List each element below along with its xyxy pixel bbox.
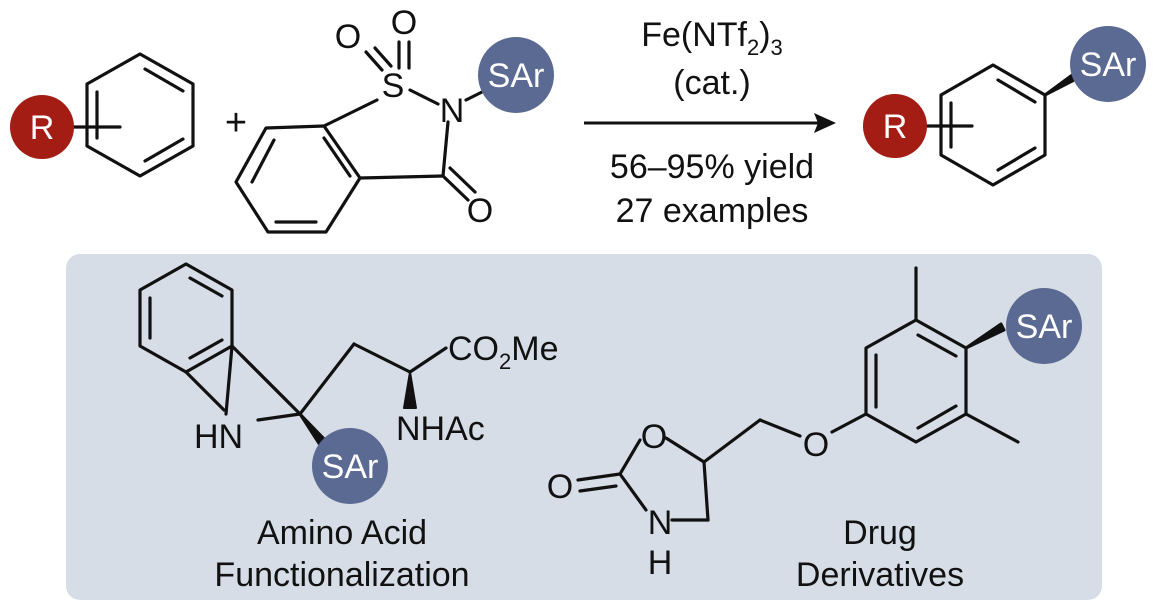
amino-acid-example: CO2Me NHAc HN SAr Amino Acid Functionali… [138, 262, 558, 594]
sulfur-atom: S [382, 67, 405, 105]
catalyst-label: Fe(NTf2)3 [641, 16, 783, 60]
wedge-bond-drug [964, 322, 1006, 350]
carbonyl-o: O [467, 192, 493, 230]
sar-badge-product-label: SAr [1080, 46, 1137, 84]
oxazolidinone-n: N [648, 504, 673, 542]
nhac-label: NHAc [396, 410, 485, 448]
oxazolidinone-h: H [648, 544, 673, 582]
drug-derivative-example: O O N H O SAr Drug Derivatives [547, 266, 1082, 594]
examples-text: 27 examples [616, 192, 809, 230]
amino-acid-caption-2: Functionalization [214, 556, 469, 594]
plus-sign: + [225, 102, 247, 144]
substrate-arene: R [10, 52, 195, 178]
drug-caption-1: Drug [843, 514, 917, 552]
nitrogen-atom: N [440, 92, 465, 130]
methyl-ester-label: CO2Me [448, 330, 558, 374]
scope-panel [66, 254, 1102, 600]
drug-caption-2: Derivatives [796, 556, 964, 594]
reaction-conditions: Fe(NTf2)3 (cat.) 56–95% yield 27 example… [584, 16, 836, 230]
sulfonyl-o-left: O [335, 18, 361, 56]
saccharin-reagent: O O S N O SAr [234, 4, 554, 234]
yield-text: 56–95% yield [610, 148, 814, 186]
arrow-head [814, 113, 836, 133]
product-arene: R SAr [863, 26, 1146, 187]
sar-badge-drug [1006, 288, 1082, 364]
r-badge-product-label: R [883, 108, 908, 146]
r-badge-product [863, 94, 927, 158]
indole-nh-label: HN [194, 418, 243, 456]
sar-badge-drug-label: SAr [1016, 308, 1073, 346]
cat-note: (cat.) [673, 64, 750, 102]
r-badge [10, 95, 74, 159]
sar-badge-amino-acid-label: SAr [322, 448, 379, 486]
carbonyl-o-drug: O [547, 468, 573, 506]
oxazolidinone-o: O [641, 418, 667, 456]
sar-badge-reagent [478, 37, 554, 113]
stereo-wedge-amine [403, 371, 417, 409]
sar-badge-product [1070, 26, 1146, 102]
sulfonyl-o-right: O [391, 4, 417, 42]
amino-acid-caption-1: Amino Acid [257, 514, 427, 552]
sar-badge-amino-acid [312, 428, 388, 504]
r-badge-label: R [30, 109, 55, 147]
ether-o: O [803, 426, 829, 464]
sar-badge-reagent-label: SAr [488, 57, 545, 95]
